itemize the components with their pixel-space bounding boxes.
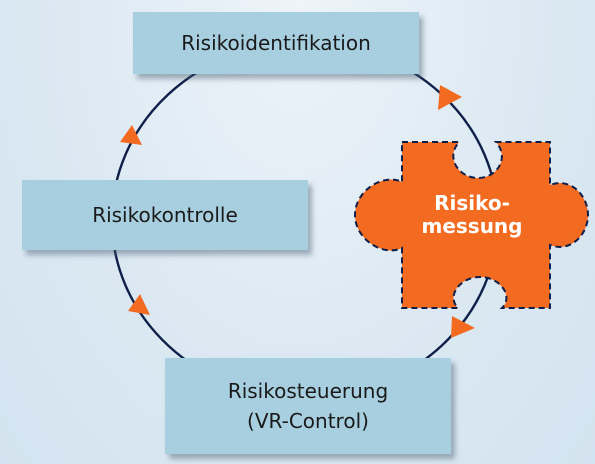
arrow-head-icon xyxy=(451,316,475,338)
puzzle-label-line1: Risiko- xyxy=(434,191,510,215)
arrow-head-icon xyxy=(438,85,462,110)
node-label: Risikokontrolle xyxy=(92,203,238,227)
puzzle-piece-icon xyxy=(353,141,590,309)
arrow-head-icon xyxy=(120,125,142,145)
node-risk-steering: Risikosteuerung (VR-Control) xyxy=(165,358,451,454)
node-label-line2: (VR-Control) xyxy=(247,409,369,433)
node-label-line1: Risikosteuerung xyxy=(227,379,389,403)
node-risk-measurement: Risiko- messung xyxy=(412,192,532,238)
node-risk-identification: Risikoidentifikation xyxy=(133,12,419,74)
node-label: Risikoidentifikation xyxy=(181,31,371,55)
node-risk-control: Risikokontrolle xyxy=(22,180,308,250)
arrow-head-icon xyxy=(128,294,150,315)
puzzle-label-line2: messung xyxy=(421,214,523,238)
